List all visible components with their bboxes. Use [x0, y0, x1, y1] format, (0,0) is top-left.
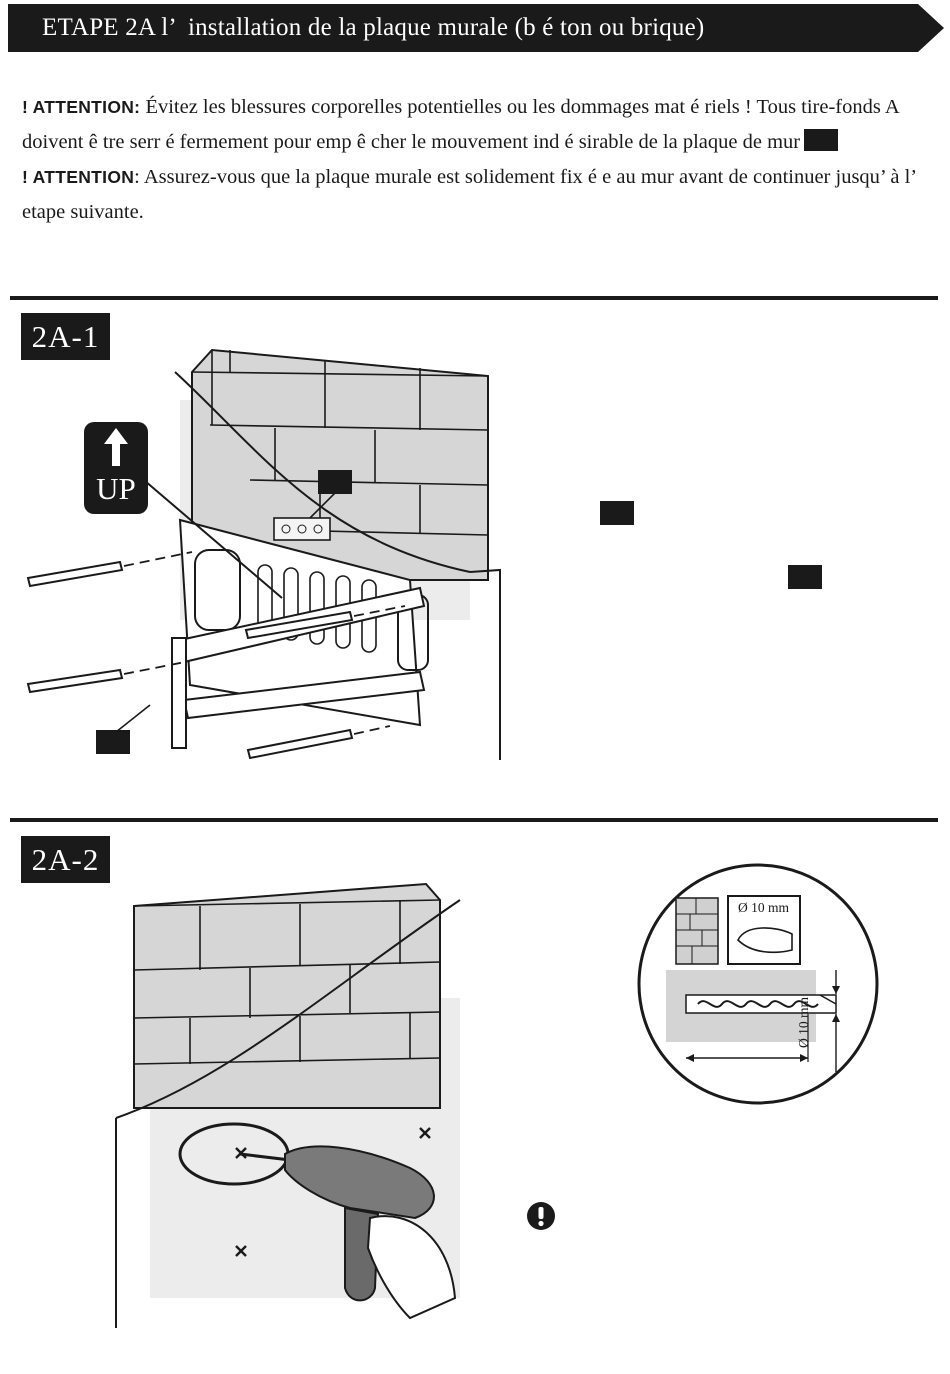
- attention-text-2: : Assurez-vous que la plaque murale est …: [22, 166, 916, 223]
- step-header-banner: ETAPE 2A l’ installation de la plaque mu…: [8, 4, 944, 52]
- detail-diameter-label-side: Ø 10 mm: [796, 996, 811, 1048]
- header-arrow-shape: [8, 4, 944, 52]
- attention-note-2: ! ATTENTION: Assurez-vous que la plaque …: [22, 160, 934, 230]
- part-label-box-arm: [96, 730, 130, 754]
- drilling-wall-drawing: [115, 882, 461, 1328]
- step-2a-2-illustration: [110, 878, 470, 1338]
- attention-label-2: ! ATTENTION: [22, 167, 135, 187]
- detail-diameter-label-top: Ø 10 mm: [738, 900, 790, 915]
- attention-notes: ! ATTENTION: Évitez les blessures corpor…: [22, 90, 934, 230]
- part-label-box-plate: [318, 470, 352, 494]
- up-label: UP: [96, 471, 136, 506]
- section-tag-2a-2: 2A-2: [21, 836, 110, 883]
- section-divider-2: [10, 818, 938, 822]
- section-divider-1: [10, 296, 938, 300]
- drill-detail-circle: [637, 863, 879, 1105]
- attention-label-1: ! ATTENTION:: [22, 97, 141, 117]
- exclamation-circle-icon: [527, 1202, 555, 1230]
- drill-bit-detail-inset: Ø 10 mm Ø 10 mm: [636, 862, 880, 1106]
- instruction-ref-box-1: [600, 501, 634, 525]
- wall-plate-mounting-drawing: [26, 348, 501, 760]
- up-direction-badge: UP: [84, 422, 148, 514]
- attention-note-1: ! ATTENTION: Évitez les blessures corpor…: [22, 90, 934, 160]
- caution-icon: [526, 1201, 556, 1231]
- section-tag-2a-1: 2A-1: [21, 313, 110, 360]
- instruction-ref-box-2: [788, 565, 822, 589]
- up-arrow-icon: [104, 428, 128, 466]
- part-reference-box: [804, 129, 839, 151]
- step-2a-1-illustration: [20, 340, 520, 770]
- step-title: ETAPE 2A l’ installation de la plaque mu…: [42, 14, 705, 41]
- attention-text-1: Évitez les blessures corporelles potenti…: [22, 96, 899, 153]
